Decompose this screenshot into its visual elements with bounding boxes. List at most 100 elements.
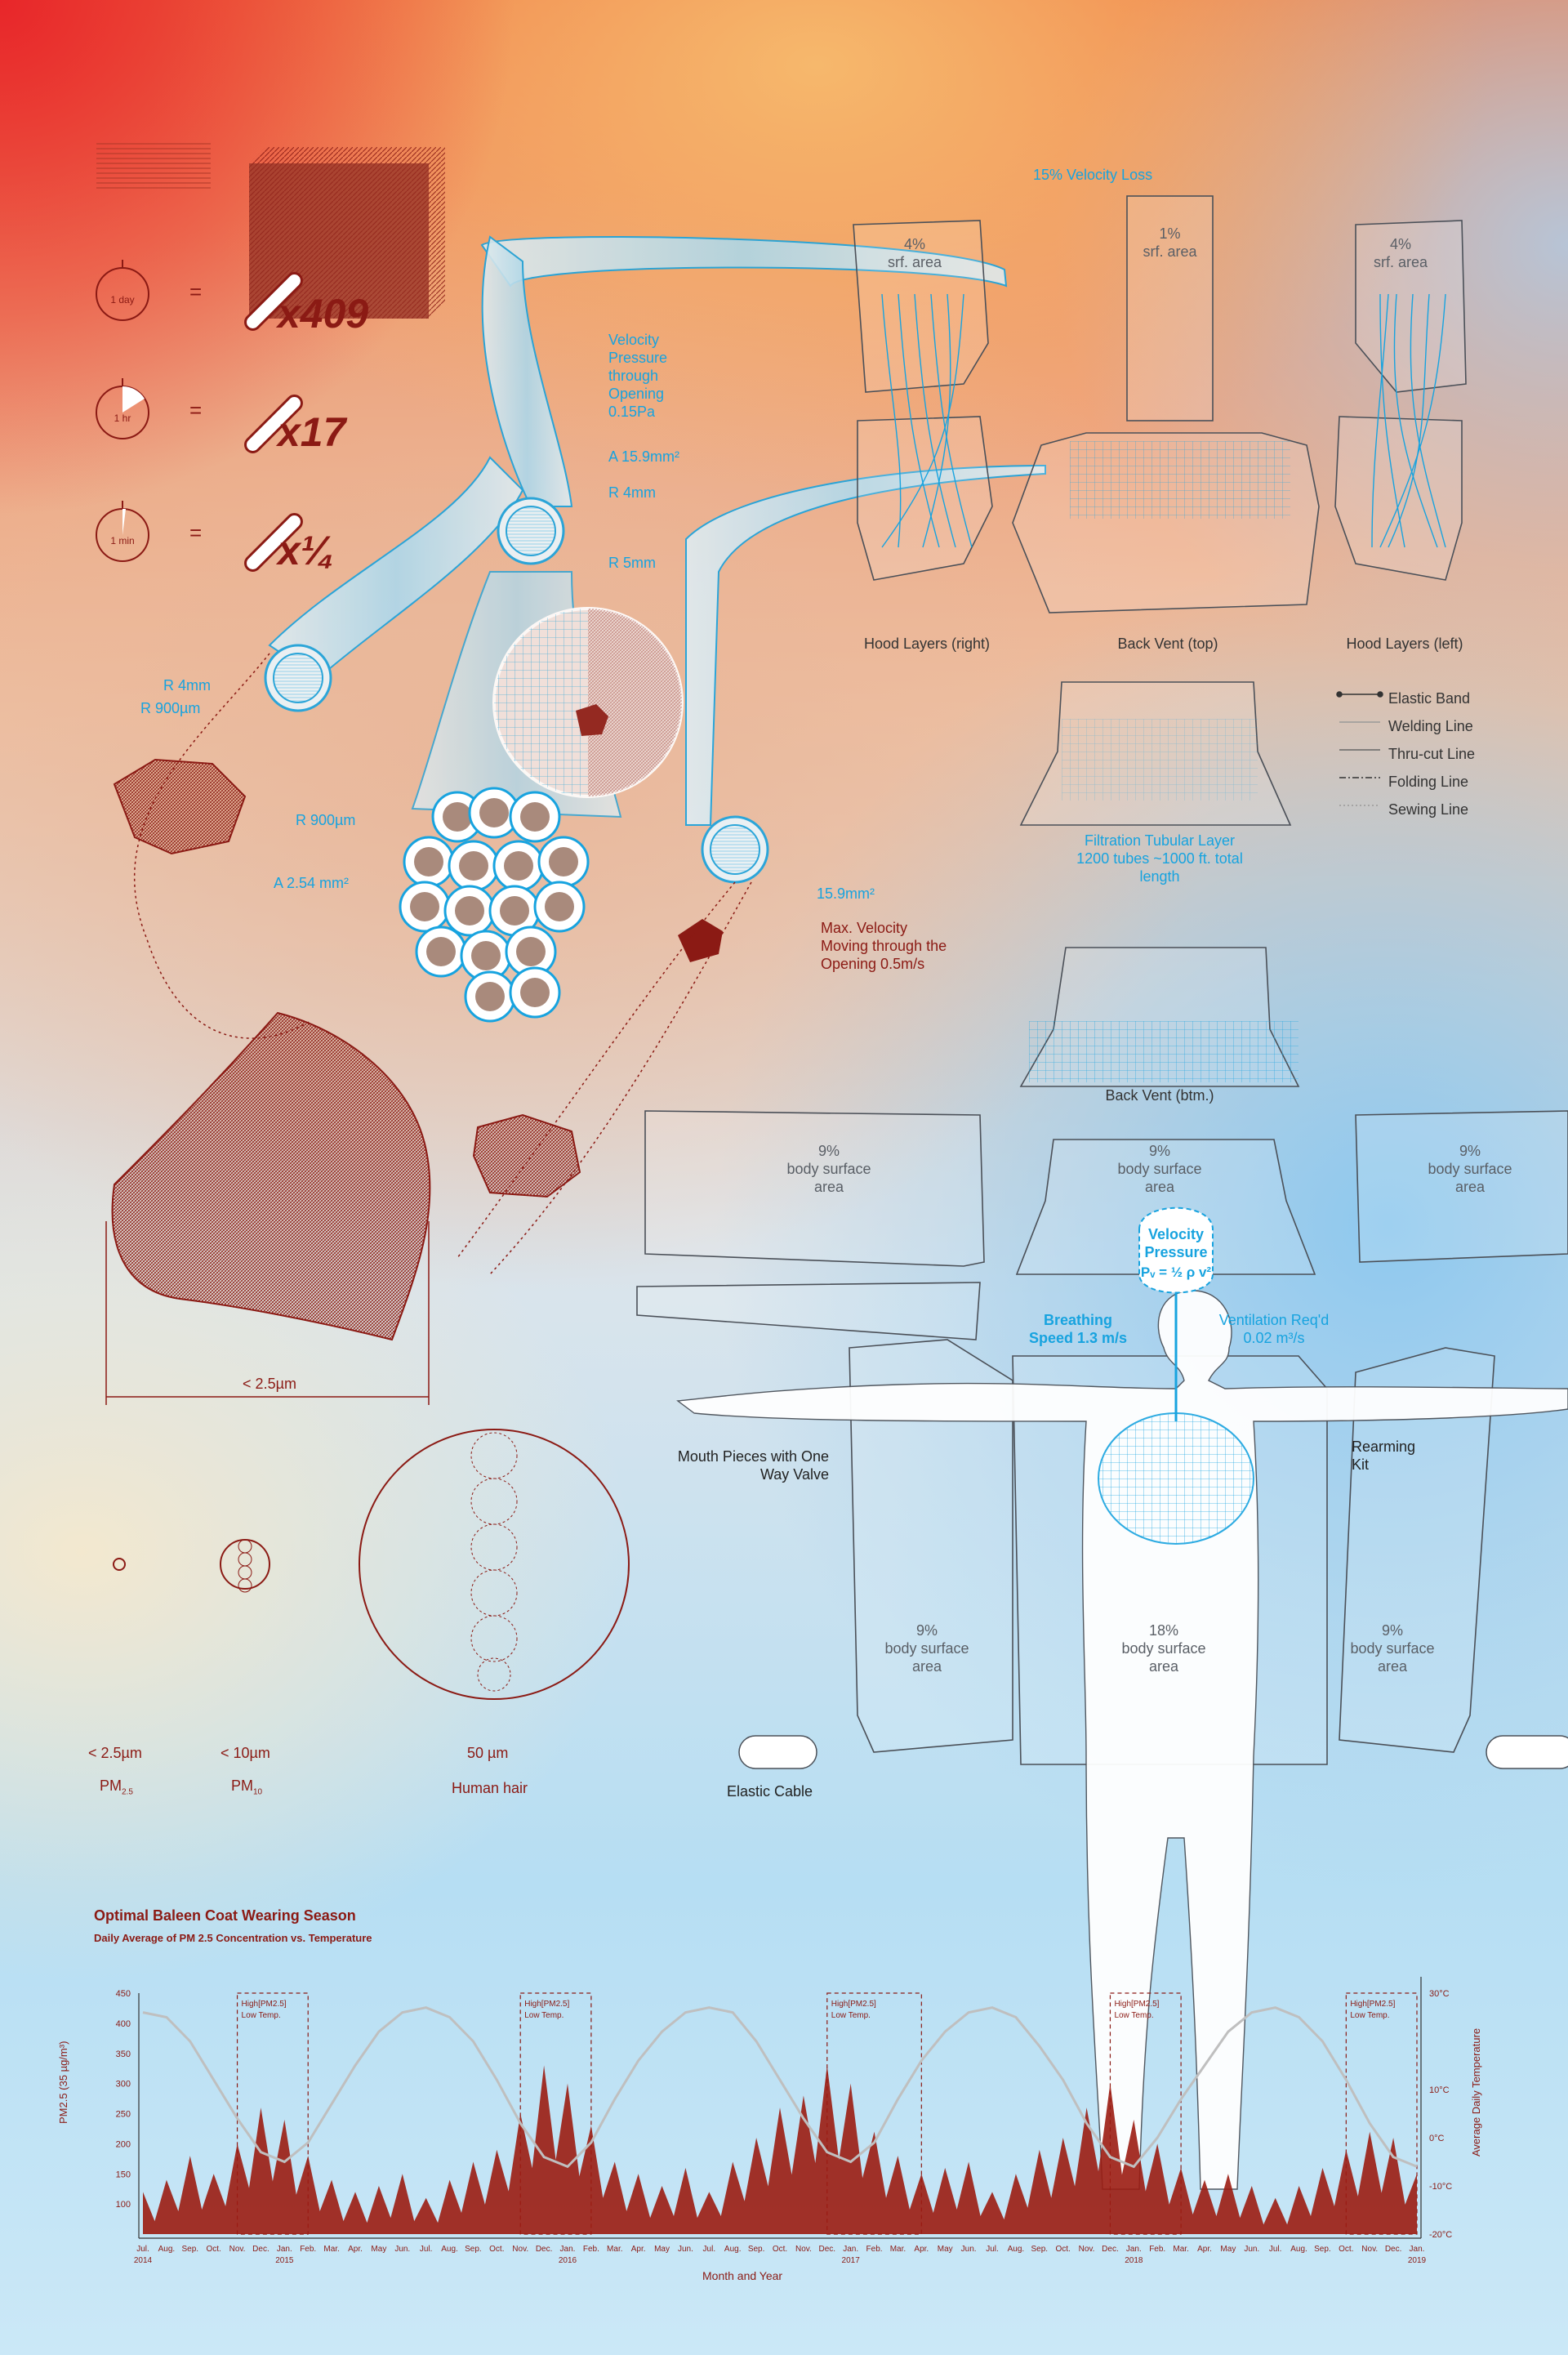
y-tick-right: 0°C — [1429, 2134, 1445, 2143]
x-tick: Aug. — [1290, 2245, 1307, 2254]
highlight-label: High[PM2.5] — [524, 2000, 569, 2009]
chart-subtitle: Daily Average of PM 2.5 Concentration vs… — [94, 1932, 372, 1944]
y-tick-right: -20°C — [1429, 2230, 1452, 2240]
x-tick: Jan. — [1410, 2245, 1425, 2254]
right-tube-area-label: 15.9mm² — [817, 885, 875, 902]
x-tick: Apr. — [1197, 2245, 1212, 2254]
back-vent-btm-caption: Back Vent (btm.) — [1105, 1087, 1214, 1104]
x-tick: Oct. — [773, 2245, 787, 2254]
year-tick: 2014 — [134, 2256, 153, 2265]
front-right-pct: 9% — [1381, 1622, 1403, 1639]
collar-txt: body surface area — [1117, 1161, 1202, 1195]
hood-left-pct: 4% — [1389, 236, 1411, 252]
x-tick: May — [938, 2245, 953, 2254]
x-tick: Mar. — [1173, 2245, 1188, 2254]
back-vent-btm-mesh — [1029, 1021, 1298, 1082]
x-tick: Dec. — [252, 2245, 270, 2254]
year-tick: 2017 — [842, 2256, 861, 2265]
collar-pct: 9% — [1148, 1143, 1170, 1159]
front-right-piece — [1339, 1347, 1495, 1753]
y-tick-left: 200 — [116, 2139, 131, 2149]
sleeve-right-label: 9%body surface area — [1425, 1142, 1515, 1196]
multiplier-hour: x17 — [278, 409, 346, 455]
hair-name: Human hair — [452, 1780, 528, 1796]
x-tick: May — [371, 2245, 386, 2254]
torso-pct: 18% — [1148, 1622, 1179, 1639]
tube-bundle — [399, 787, 590, 1023]
highlight-label: High[PM2.5] — [831, 2000, 876, 2009]
legend-elastic-band: Elastic Band — [1388, 690, 1471, 707]
stopwatch-icon — [96, 378, 149, 439]
radius-inner-label: R 4mm — [608, 484, 656, 501]
left-tube-r-label: R 4mm — [163, 677, 211, 694]
x-tick: Jun. — [678, 2245, 693, 2254]
clock-label-hour: 1 hr — [114, 413, 131, 424]
x-tick: Jul. — [986, 2245, 999, 2254]
multiplier-min: x¼ — [278, 528, 335, 573]
hood-right-caption: Hood Layers (right) — [863, 636, 991, 652]
pm25-area — [143, 2065, 1417, 2234]
x-tick: Jul. — [136, 2245, 149, 2254]
torso-label: 18%body surface area — [1119, 1621, 1209, 1675]
sleeve-left-pct: 9% — [817, 1143, 840, 1159]
mouth-pieces-label: Mouth Pieces with One Way Valve — [677, 1448, 829, 1483]
chart-ylabel-left: PM2.5 (35 µg/m³) — [57, 2041, 69, 2124]
pm25-name-text: PM — [100, 1777, 122, 1794]
sleeve-right-txt: body surface area — [1428, 1161, 1512, 1195]
x-tick: Feb. — [866, 2245, 883, 2254]
equals-min: = — [189, 520, 203, 545]
velocity-pressure-label: Velocity Pressure through Opening 0.15Pa — [608, 332, 668, 420]
filtration-label: Filtration Tubular Layer 1200 tubes ~100… — [1076, 832, 1243, 885]
pm10-name: PM10 — [231, 1777, 262, 1802]
y-tick-left: 150 — [116, 2170, 131, 2179]
chart-group: High[PM2.5]Low Temp.High[PM2.5]Low Temp.… — [116, 1977, 1452, 2265]
x-tick: Jul. — [703, 2245, 716, 2254]
x-tick: Mar. — [890, 2245, 906, 2254]
sleeve-left-lower — [636, 1282, 981, 1340]
front-left-pct: 9% — [915, 1622, 938, 1639]
y-tick-left: 250 — [116, 2110, 131, 2120]
hood-right-bottom — [857, 416, 993, 581]
x-tick: May — [1220, 2245, 1236, 2254]
sleeve-left-txt: body surface area — [786, 1161, 871, 1195]
chart-title: Optimal Baleen Coat Wearing Season — [94, 1907, 356, 1924]
elastic-cable-label: Elastic Cable — [727, 1783, 813, 1800]
legend-welding-line: Welding Line — [1388, 718, 1473, 734]
legend-folding-line: Folding Line — [1388, 774, 1469, 790]
x-tick: Mar. — [607, 2245, 622, 2254]
x-tick: Dec. — [536, 2245, 553, 2254]
pm10-size: < 10µm — [220, 1745, 270, 1761]
equals-day: = — [189, 279, 203, 304]
highlight-label: Low Temp. — [1350, 2011, 1389, 2020]
back-vent-top-caption: Back Vent (top) — [1117, 636, 1218, 652]
pm10-name-text: PM — [231, 1777, 253, 1794]
x-tick: Dec. — [1102, 2245, 1119, 2254]
clock-label-day: 1 day — [110, 294, 135, 306]
filter-tube-icon — [244, 395, 303, 453]
back-vent-top-piece — [1126, 195, 1214, 421]
x-tick: Sep. — [1314, 2245, 1331, 2254]
x-tick: Oct. — [489, 2245, 504, 2254]
stopwatch-icon — [96, 260, 149, 321]
x-tick: Apr. — [631, 2245, 646, 2254]
highlight-label: High[PM2.5] — [242, 2000, 287, 2009]
x-tick: Nov. — [229, 2245, 246, 2254]
front-left-piece — [849, 1339, 1013, 1753]
pm25-sub: 2.5 — [122, 1787, 133, 1797]
tube-diagram — [264, 235, 1046, 884]
x-tick: Nov. — [512, 2245, 528, 2254]
highlight-label: High[PM2.5] — [1114, 2000, 1159, 2009]
hood-left-bottom — [1334, 416, 1463, 581]
line-legend: Elastic Band Welding Line Thru-cut Line … — [1388, 685, 1475, 823]
x-tick: Jun. — [1244, 2245, 1259, 2254]
x-tick: Feb. — [583, 2245, 599, 2254]
x-tick: Sep. — [181, 2245, 198, 2254]
year-tick: 2019 — [1408, 2256, 1427, 2265]
y-tick-left: 100 — [116, 2200, 131, 2210]
velocity-pressure-title: Velocity Pressure — [1144, 1226, 1208, 1260]
hood-left-txt: srf. area — [1373, 254, 1428, 270]
elastic-cable-icon — [738, 1735, 1568, 1769]
hood-fibers — [881, 293, 1446, 548]
pm10-sub: 10 — [253, 1787, 263, 1797]
